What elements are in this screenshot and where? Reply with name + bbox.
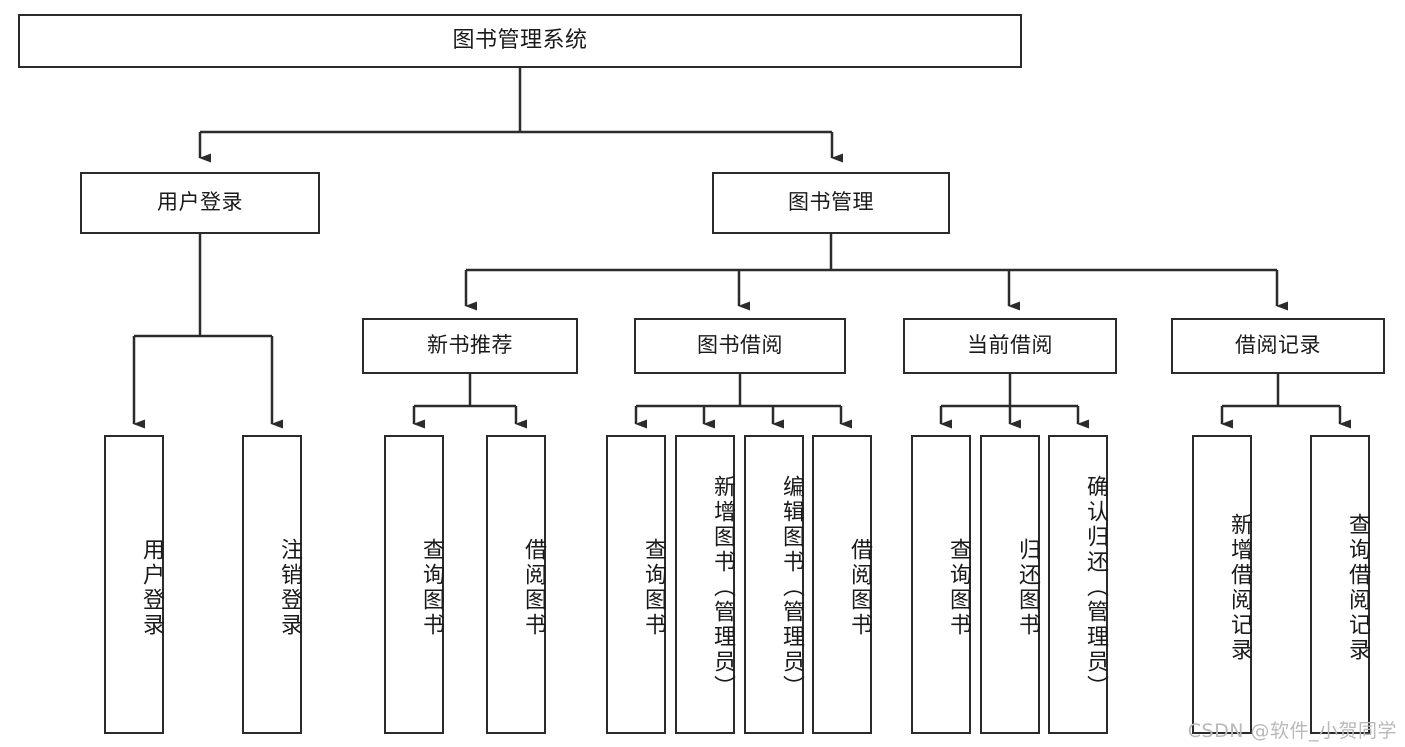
node-borrow-record[interactable]: 借阅记录 (1171, 318, 1385, 374)
node-label: 查询借阅记录 (1345, 512, 1370, 663)
node-label: 用户登录 (139, 537, 164, 638)
node-label: 新增图书（管理员） (710, 475, 735, 700)
node-label: 注销登录 (277, 537, 302, 638)
node-label: 查询图书 (419, 537, 444, 638)
node-label: 借阅图书 (521, 537, 546, 638)
node-label: 新增借阅记录 (1227, 512, 1252, 663)
node-label: 借阅图书 (847, 537, 872, 638)
leaf-add-borrow-record[interactable]: 新增借阅记录 (1192, 435, 1252, 734)
node-user-login[interactable]: 用户登录 (80, 172, 320, 234)
leaf-query-book-borrow[interactable]: 查询图书 (606, 435, 666, 734)
node-book-manage[interactable]: 图书管理 (712, 172, 950, 234)
node-label: 查询图书 (946, 537, 971, 638)
node-label: 查询图书 (641, 537, 666, 638)
node-current-borrow[interactable]: 当前借阅 (903, 318, 1117, 374)
node-label: 图书借阅 (697, 333, 783, 358)
watermark-text: CSDN @软件_小贺同学 (1187, 720, 1397, 742)
node-label: 编辑图书（管理员） (779, 475, 804, 700)
node-label: 图书管理 (788, 190, 874, 215)
leaf-return-book[interactable]: 归还图书 (980, 435, 1040, 734)
leaf-logout[interactable]: 注销登录 (242, 435, 302, 734)
node-label: 当前借阅 (967, 333, 1053, 358)
leaf-query-book-recommend[interactable]: 查询图书 (384, 435, 444, 734)
leaf-query-borrow-record[interactable]: 查询借阅记录 (1310, 435, 1370, 734)
leaf-query-book-current[interactable]: 查询图书 (911, 435, 971, 734)
node-label: 用户登录 (157, 190, 243, 215)
node-new-book-recommend[interactable]: 新书推荐 (362, 318, 578, 374)
node-label: 图书管理系统 (452, 27, 588, 53)
leaf-edit-book-admin[interactable]: 编辑图书（管理员） (744, 435, 804, 734)
leaf-user-login[interactable]: 用户登录 (104, 435, 164, 734)
leaf-confirm-return-admin[interactable]: 确认归还（管理员） (1048, 435, 1108, 734)
leaf-borrow-book[interactable]: 借阅图书 (812, 435, 872, 734)
node-label: 归还图书 (1015, 537, 1040, 638)
node-book-borrow[interactable]: 图书借阅 (634, 318, 846, 374)
node-label: 确认归还（管理员） (1083, 475, 1108, 700)
node-label: 新书推荐 (427, 333, 513, 358)
leaf-borrow-book-recommend[interactable]: 借阅图书 (486, 435, 546, 734)
node-root-book-management-system[interactable]: 图书管理系统 (18, 14, 1022, 68)
leaf-add-book-admin[interactable]: 新增图书（管理员） (675, 435, 735, 734)
node-label: 借阅记录 (1235, 333, 1321, 358)
